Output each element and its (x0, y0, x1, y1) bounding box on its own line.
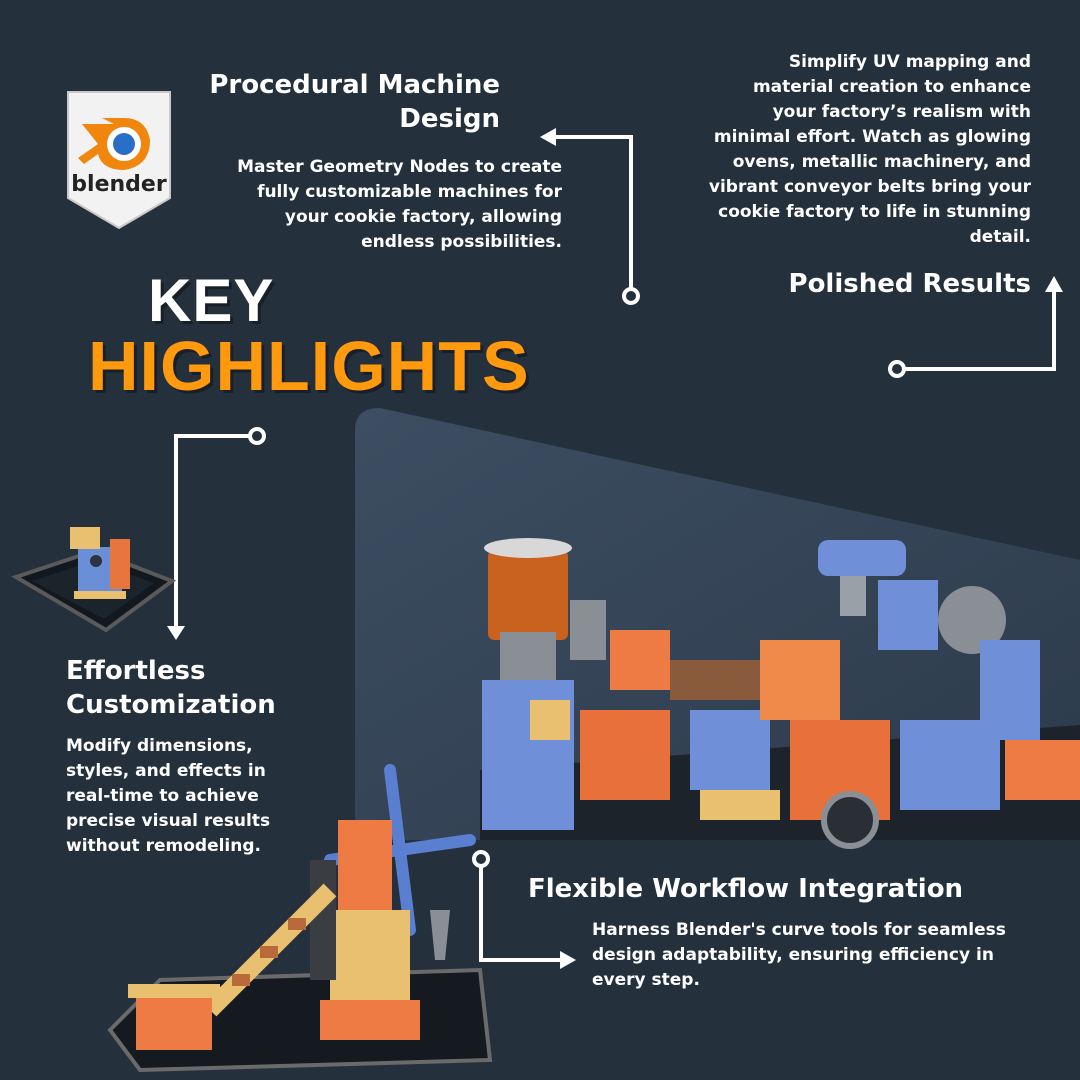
connector-dot-workflow (472, 850, 490, 868)
customization-heading: Effortless Customization (66, 656, 276, 720)
procedural-body: Master Geometry Nodes to create fully cu… (237, 157, 562, 252)
small-machine-illustration (11, 527, 177, 633)
workflow-body: Harness Blender's curve tools for seamle… (592, 920, 1006, 990)
blender-logo-text: blender (71, 172, 167, 197)
arrow-head-up (1045, 276, 1063, 292)
arrow-head-right (560, 951, 576, 969)
customization-body: Modify dimensions, styles, and effects i… (66, 736, 271, 856)
factory-scene-illustration (480, 538, 1080, 849)
connector-dot-customization (248, 427, 266, 445)
arrow-head-down (167, 626, 185, 640)
connector-dot-procedural (622, 287, 640, 305)
title-key: KEY (148, 267, 275, 334)
procedural-heading: Procedural Machine Design (209, 70, 500, 134)
arrow-head-left (540, 128, 556, 146)
polished-heading: Polished Results (788, 269, 1031, 299)
connector-procedural (552, 135, 633, 289)
polished-body: Simplify UV mapping and material creatio… (708, 52, 1031, 247)
connector-workflow (479, 866, 562, 962)
windmill-illustration (107, 764, 493, 1073)
title-highlights: HIGHLIGHTS (88, 327, 530, 405)
workflow-heading: Flexible Workflow Integration (528, 874, 964, 904)
blender-logo: blender (64, 88, 174, 232)
connector-customization (174, 434, 250, 630)
connector-dot-polished (888, 360, 906, 378)
connector-polished (904, 290, 1056, 371)
